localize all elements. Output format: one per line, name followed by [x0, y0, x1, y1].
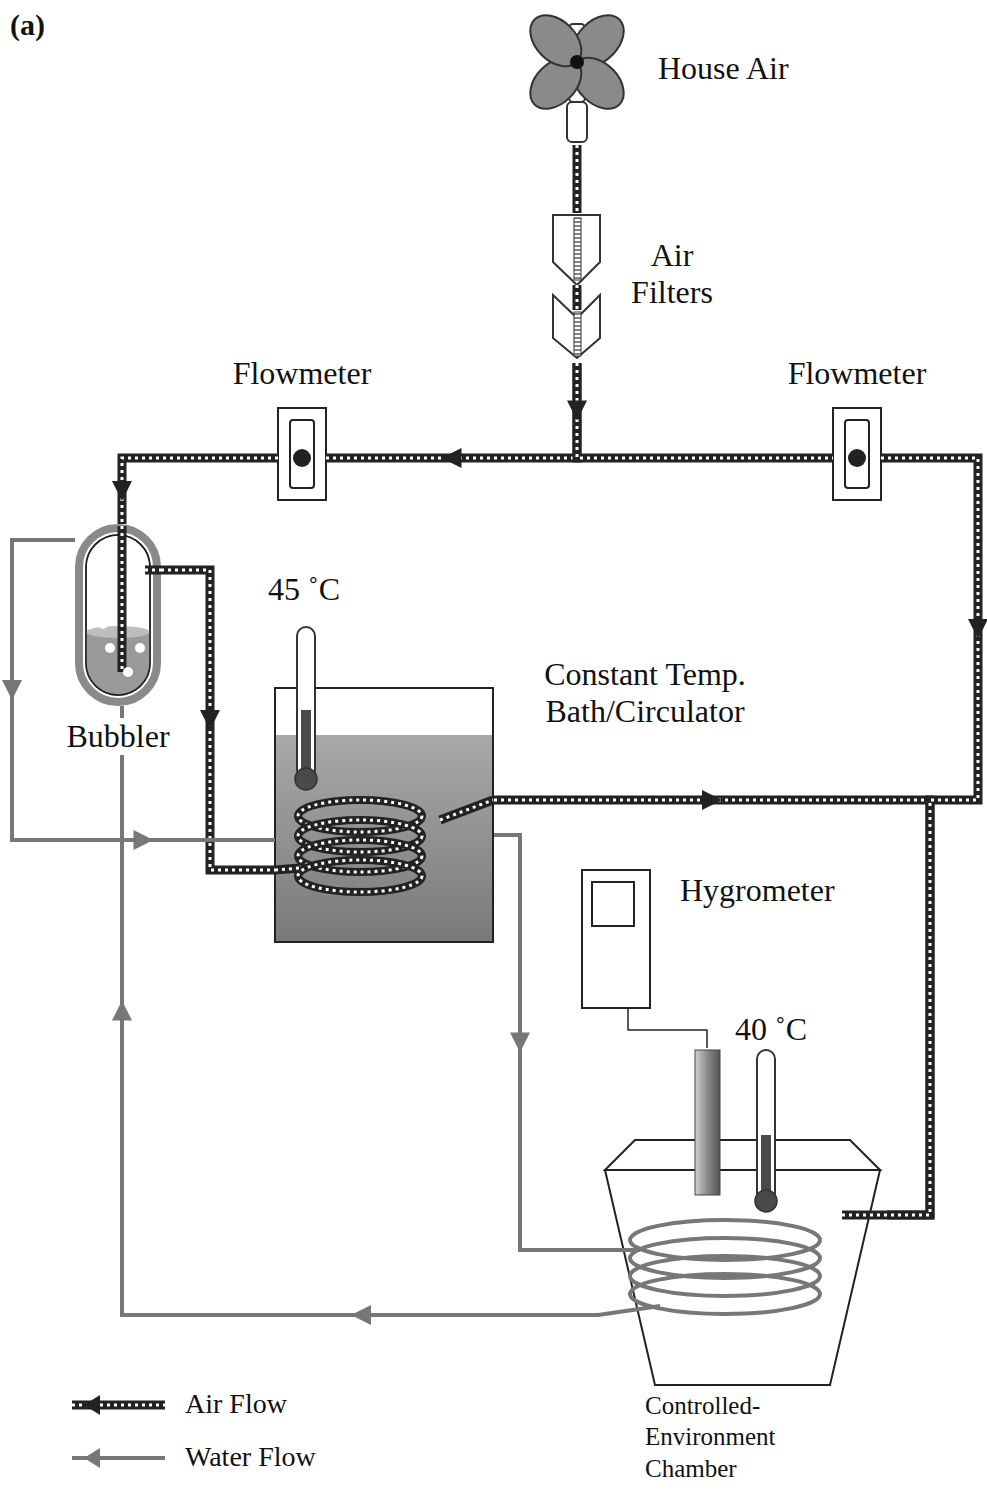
node-label: Controlled- Environment Chamber	[645, 1390, 830, 1484]
air-line-body	[494, 800, 930, 1215]
arrow-head	[510, 1033, 530, 1053]
arrow-head	[702, 790, 722, 810]
panel-letter: (a)	[10, 8, 45, 43]
air-line-body	[573, 145, 582, 213]
node-label: Air Filters	[612, 237, 732, 311]
air-line-body	[161, 570, 275, 870]
bubbler-vessel	[79, 526, 161, 712]
coil-lead	[440, 800, 493, 820]
air-flow-line	[881, 458, 987, 1215]
arrow-head	[112, 481, 132, 501]
air-line-dots	[881, 458, 978, 1215]
air-line-dots	[161, 570, 275, 870]
node-label: Bubbler	[64, 718, 171, 755]
chamber-box: Controlled- Environment Chamber	[600, 1048, 887, 1388]
water-line-body	[122, 706, 600, 1315]
water-line-body	[494, 835, 600, 1250]
coil-lead	[275, 868, 300, 870]
flowmeter-box: Flowmeter	[833, 408, 881, 500]
arrow-head	[112, 1001, 132, 1021]
air-flow-line	[494, 790, 930, 1215]
air-line-body	[881, 458, 978, 1215]
arrow-head	[200, 710, 220, 730]
air-line-dots	[576, 145, 579, 213]
temperature-label: 45 ˚C	[268, 571, 340, 608]
air-line-dots	[122, 458, 278, 524]
coil-lead	[275, 868, 300, 870]
bath-tank	[275, 627, 493, 942]
coil-winding	[298, 860, 422, 892]
arrow-head	[442, 448, 462, 468]
fan-box: House Air	[525, 0, 630, 145]
arrow-head	[2, 680, 22, 700]
arrow-head	[134, 830, 154, 850]
air-filter-symbol	[553, 215, 600, 358]
temperature-label: 40 ˚C	[735, 1011, 807, 1048]
legend-text: Air Flow	[185, 1388, 287, 1420]
node-label: House Air	[658, 50, 789, 87]
air-flow-line	[161, 570, 275, 870]
air-line-dots	[494, 800, 930, 1215]
water-flow-line	[112, 706, 600, 1325]
chamber-vessel	[598, 1050, 887, 1385]
node-label: Flowmeter	[233, 355, 372, 392]
legend-sample	[72, 1395, 165, 1468]
water-flow-line	[2, 540, 275, 850]
water-flow-line	[494, 835, 600, 1250]
coil-lead	[440, 800, 493, 820]
coil-winding	[298, 860, 422, 892]
hygrometer-meter	[582, 870, 650, 1008]
legend-text: Water Flow	[185, 1441, 316, 1473]
air-line-body	[122, 458, 278, 524]
flowmeter-box: Flowmeter	[278, 408, 326, 500]
air-flow-line	[112, 458, 278, 524]
hygrometer-box: Hygrometer	[582, 870, 650, 1008]
cable-line	[628, 1008, 707, 1048]
filter-box: Air Filters	[550, 213, 603, 363]
bath-box: Constant Temp. Bath/Circulator	[275, 688, 494, 943]
node-label: Constant Temp. Bath/Circulator	[520, 656, 770, 730]
arrow-head	[351, 1305, 371, 1325]
node-label: Flowmeter	[788, 355, 927, 392]
water-line-body	[12, 540, 275, 840]
node-label: Hygrometer	[680, 872, 835, 909]
arrow-head	[968, 619, 987, 639]
arrow-head	[567, 401, 587, 421]
fan-symbol	[520, 5, 633, 142]
air-flow-line	[577, 145, 578, 213]
bubbler-box: Bubbler	[75, 524, 161, 706]
probe-cable	[628, 1008, 707, 1048]
